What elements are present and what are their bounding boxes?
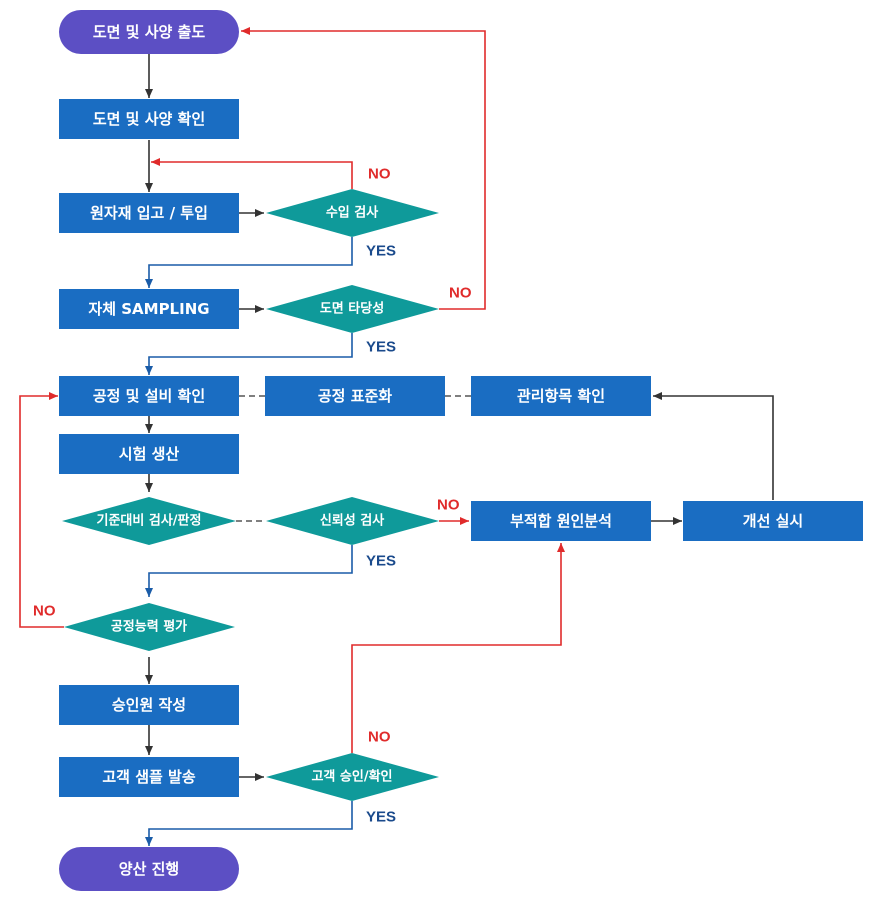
customer-sample-label: 고객 샘플 발송 [102, 768, 195, 786]
incoming-inspection-label: 수입 검사 [326, 205, 378, 221]
reliability-inspection-decision: 신뢰성 검사 [266, 497, 439, 545]
process-standardization-node: 공정 표준화 [265, 376, 445, 416]
reliability-no-label: NO [437, 497, 460, 514]
process-capability-decision: 공정능력 평가 [64, 603, 235, 651]
reliability-yes-label: YES [366, 553, 396, 570]
control-item-label: 관리항목 확인 [517, 387, 605, 405]
drawing-validity-decision: 도면 타당성 [266, 285, 439, 333]
arrow-approval-no [351, 543, 565, 753]
connectors [19, 27, 774, 846]
arrow-approval-yes [145, 801, 353, 846]
incoming-no-label: NO [368, 166, 391, 183]
start-node: 도면 및 사양 출도 [59, 10, 239, 54]
customer-approval-decision: 고객 승인/확인 [266, 753, 439, 801]
incoming-yes-label: YES [366, 243, 396, 260]
nonconformity-analysis-node: 부적합 원인분석 [471, 501, 651, 541]
process-equipment-node: 공정 및 설비 확인 [59, 376, 239, 416]
material-input-node: 원자재 입고 / 투입 [59, 193, 239, 233]
end-node: 양산 진행 [59, 847, 239, 891]
process-equipment-label: 공정 및 설비 확인 [93, 387, 205, 405]
trial-production-label: 시험 생산 [119, 445, 180, 463]
self-sampling-node: 자체 SAMPLING [59, 289, 239, 329]
arrow-validity-no [241, 27, 486, 310]
validity-no-label: NO [449, 285, 472, 302]
process-capability-label: 공정능력 평가 [111, 619, 187, 635]
branch-labels: NO YES NO YES NO YES NO NO YES [33, 166, 472, 826]
validity-yes-label: YES [366, 339, 396, 356]
confirm-spec-node: 도면 및 사양 확인 [59, 99, 239, 139]
process-standardization-label: 공정 표준화 [318, 387, 392, 405]
arrow-improvement-to-control [653, 392, 774, 500]
improvement-label: 개선 실시 [743, 512, 803, 530]
reliability-inspection-label: 신뢰성 검사 [320, 513, 384, 529]
approval-yes-label: YES [366, 809, 396, 826]
nonconformity-analysis-label: 부적합 원인분석 [510, 512, 612, 530]
capability-no-label: NO [33, 603, 56, 620]
end-node-label: 양산 진행 [119, 860, 179, 878]
arrow-incoming-no [151, 158, 353, 189]
arrow-capability-no [19, 392, 64, 628]
customer-approval-label: 고객 승인/확인 [311, 769, 392, 785]
arrow-reliability-yes [145, 545, 353, 597]
incoming-inspection-decision: 수입 검사 [266, 189, 439, 237]
control-item-node: 관리항목 확인 [471, 376, 651, 416]
customer-sample-node: 고객 샘플 발송 [59, 757, 239, 797]
confirm-spec-label: 도면 및 사양 확인 [93, 110, 205, 128]
improvement-node: 개선 실시 [683, 501, 863, 541]
material-input-label: 원자재 입고 / 투입 [90, 204, 208, 222]
trial-production-node: 시험 생산 [59, 434, 239, 474]
self-sampling-label: 자체 SAMPLING [88, 300, 209, 318]
criteria-inspection-decision: 기준대비 검사/판정 [62, 497, 236, 545]
drawing-validity-label: 도면 타당성 [320, 301, 384, 317]
start-node-label: 도면 및 사양 출도 [93, 23, 205, 41]
approval-doc-label: 승인원 작성 [112, 696, 186, 714]
arrow-validity-yes [145, 333, 353, 375]
approval-doc-node: 승인원 작성 [59, 685, 239, 725]
approval-no-label: NO [368, 729, 391, 746]
arrow-incoming-yes [145, 237, 353, 288]
criteria-inspection-label: 기준대비 검사/판정 [97, 513, 202, 529]
